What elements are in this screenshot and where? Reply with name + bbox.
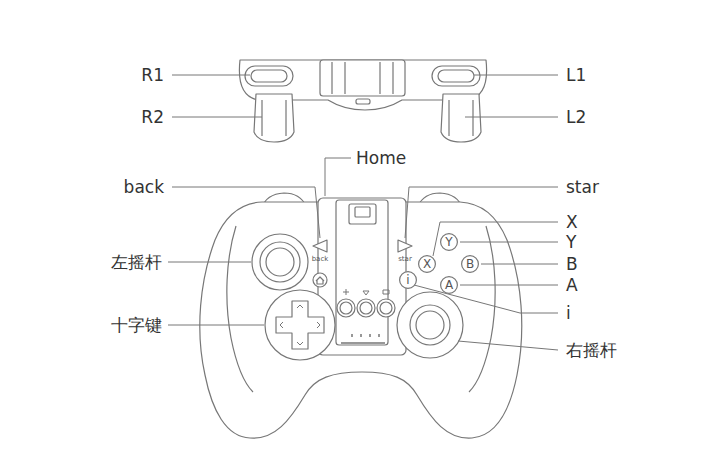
right-stick-ring [397, 292, 463, 358]
bumper-r1 [245, 66, 293, 86]
part-label: L2 [566, 109, 586, 126]
leader-line [172, 187, 320, 238]
left-stick-top [266, 248, 294, 276]
part-label: 左摇杆 [111, 254, 162, 271]
part-label: L1 [566, 67, 586, 84]
part-label: R1 [141, 67, 164, 84]
top-center-block [320, 60, 405, 96]
leader-line [465, 117, 558, 118]
bumper-l1-inner [438, 70, 474, 82]
clamp-clip-inner [355, 207, 370, 217]
part-label: 右摇杆 [566, 342, 617, 359]
media-icons [343, 289, 389, 295]
button-letter: i [406, 274, 409, 286]
button-letter: Y [445, 236, 452, 248]
part-label: Y [566, 234, 576, 251]
leader-line [474, 75, 558, 76]
leader-line [172, 117, 262, 118]
right-stick-top [416, 311, 444, 339]
button-marking: back [312, 256, 329, 263]
top-center-ridges [332, 62, 393, 94]
part-label: star [566, 179, 599, 196]
button-letter: A [445, 279, 453, 291]
media-button-inner [360, 302, 372, 314]
led-dots [341, 334, 385, 343]
phone-clamp-inner [336, 200, 388, 345]
bumper-r1-inner [251, 70, 287, 82]
grip-right-line [469, 226, 495, 392]
left-stick [260, 242, 300, 282]
button-letter: X [423, 258, 431, 270]
home-button [313, 273, 327, 287]
media-button [337, 299, 355, 317]
dpad-cross [276, 301, 324, 349]
part-label: back [124, 179, 164, 196]
leader-line [172, 75, 250, 76]
part-label: A [566, 277, 578, 294]
face-button: i [399, 271, 417, 289]
leader-line [433, 222, 558, 256]
home-icon [316, 277, 324, 284]
part-label: 十字键 [111, 317, 162, 334]
leader-line [168, 325, 264, 326]
trigger-r2 [254, 94, 294, 142]
face-button: Y [440, 233, 458, 251]
dpad-ring [265, 290, 335, 360]
back-triangle [313, 240, 327, 252]
part-label: Home [356, 150, 406, 167]
media-button [377, 299, 395, 317]
leader-lines [168, 75, 558, 350]
media-button [357, 299, 375, 317]
leader-line [458, 341, 558, 350]
face-button: B [461, 255, 479, 273]
trigger-l2 [441, 94, 481, 142]
grip-left-line [227, 226, 253, 392]
media-button-inner [340, 302, 352, 314]
right-stick [410, 305, 450, 345]
usb-port [356, 99, 370, 104]
part-label: R2 [141, 109, 164, 126]
dpad-arrows [280, 305, 320, 345]
leader-line [460, 242, 558, 243]
media-button-inner [380, 302, 392, 314]
trigger-r2-detail [262, 100, 286, 136]
leader-line [414, 285, 558, 313]
star-triangle [398, 240, 412, 252]
left-stick-ring [252, 234, 308, 290]
trigger-l2-detail [449, 100, 473, 136]
clamp-clip [349, 204, 376, 224]
leader-line [405, 187, 558, 238]
part-label: i [566, 305, 571, 322]
part-label: X [566, 214, 578, 231]
leader-line [460, 285, 558, 286]
bumper-l1 [432, 66, 480, 86]
face-button: X [418, 255, 436, 273]
part-label: B [566, 256, 578, 273]
leader-line [325, 158, 351, 196]
button-letter: B [466, 258, 474, 270]
button-marking: star [398, 256, 412, 263]
face-button: A [440, 276, 458, 294]
leader-line [481, 264, 558, 265]
leader-line [168, 262, 251, 263]
